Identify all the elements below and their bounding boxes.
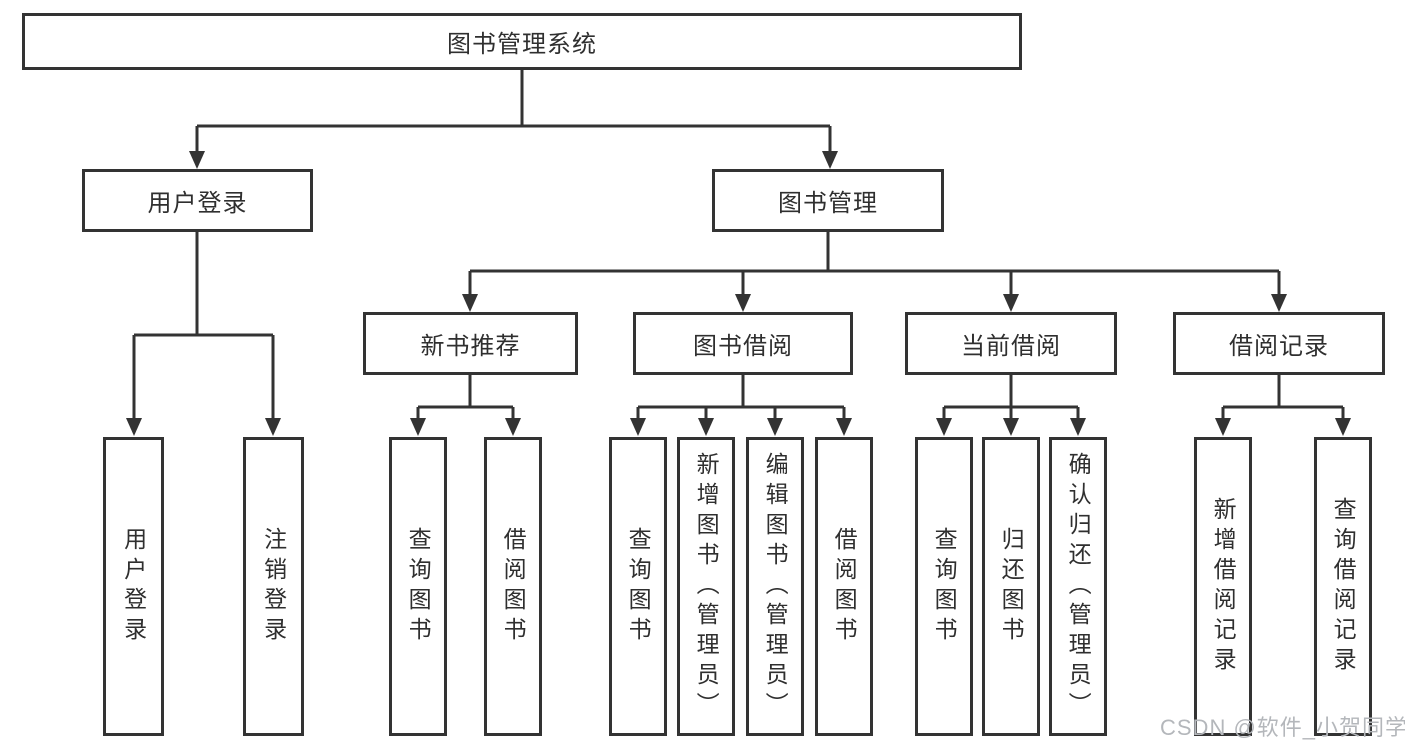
leaf-cur-return-books: 归还图书 bbox=[982, 437, 1040, 736]
node-borrow-records: 借阅记录 bbox=[1173, 312, 1385, 375]
leaf-rec-add-borrow-record: 新增借阅记录 bbox=[1194, 437, 1252, 736]
leaf-user-login: 用户登录 bbox=[103, 437, 164, 736]
leaf-logout: 注销登录 bbox=[243, 437, 304, 736]
leaf-bw-query-books-label: 查询图书 bbox=[625, 526, 652, 647]
node-book-borrow: 图书借阅 bbox=[633, 312, 853, 375]
node-current-borrow-label: 当前借阅 bbox=[961, 333, 1061, 360]
leaf-cur-query-books-label: 查询图书 bbox=[931, 526, 958, 647]
node-root: 图书管理系统 bbox=[22, 13, 1022, 70]
leaf-cur-return-books-label: 归还图书 bbox=[998, 526, 1025, 647]
csdn-watermark: CSDN @软件_小贺同学 bbox=[1160, 715, 1405, 740]
node-book-borrow-label: 图书借阅 bbox=[693, 333, 793, 360]
node-new-book-recommend-label: 新书推荐 bbox=[420, 333, 521, 360]
leaf-user-login-label: 用户登录 bbox=[120, 526, 147, 647]
leaf-logout-label: 注销登录 bbox=[260, 526, 287, 647]
leaf-bw-borrow-books: 借阅图书 bbox=[815, 437, 873, 736]
leaf-nb-query-books: 查询图书 bbox=[389, 437, 447, 736]
node-book-management: 图书管理 bbox=[712, 169, 944, 232]
leaf-bw-add-books-admin: 新增图书（管理员） bbox=[677, 437, 735, 736]
leaf-bw-edit-books-admin: 编辑图书（管理员） bbox=[746, 437, 804, 736]
node-user-login: 用户登录 bbox=[82, 169, 313, 232]
leaf-cur-confirm-return-admin: 确认归还（管理员） bbox=[1049, 437, 1107, 736]
leaf-nb-borrow-books-label: 借阅图书 bbox=[500, 526, 527, 647]
leaf-cur-query-books: 查询图书 bbox=[915, 437, 973, 736]
leaf-rec-add-borrow-record-label: 新增借阅记录 bbox=[1210, 496, 1237, 677]
node-book-management-label: 图书管理 bbox=[778, 190, 878, 217]
leaf-nb-query-books-label: 查询图书 bbox=[405, 526, 432, 647]
leaf-bw-edit-books-admin-label: 编辑图书（管理员） bbox=[762, 451, 789, 722]
leaf-nb-borrow-books: 借阅图书 bbox=[484, 437, 542, 736]
leaf-rec-query-borrow-record-label: 查询借阅记录 bbox=[1330, 496, 1357, 677]
node-user-login-label: 用户登录 bbox=[147, 190, 248, 217]
node-root-label: 图书管理系统 bbox=[447, 31, 597, 58]
leaf-bw-borrow-books-label: 借阅图书 bbox=[831, 526, 858, 647]
leaf-bw-add-books-admin-label: 新增图书（管理员） bbox=[693, 451, 720, 722]
arrowhead-icons bbox=[126, 151, 1351, 436]
node-borrow-records-label: 借阅记录 bbox=[1229, 333, 1329, 360]
node-current-borrow: 当前借阅 bbox=[905, 312, 1117, 375]
leaf-bw-query-books: 查询图书 bbox=[609, 437, 667, 736]
leaf-cur-confirm-return-admin-label: 确认归还（管理员） bbox=[1065, 451, 1092, 722]
leaf-rec-query-borrow-record: 查询借阅记录 bbox=[1314, 437, 1372, 736]
node-new-book-recommend: 新书推荐 bbox=[363, 312, 578, 375]
